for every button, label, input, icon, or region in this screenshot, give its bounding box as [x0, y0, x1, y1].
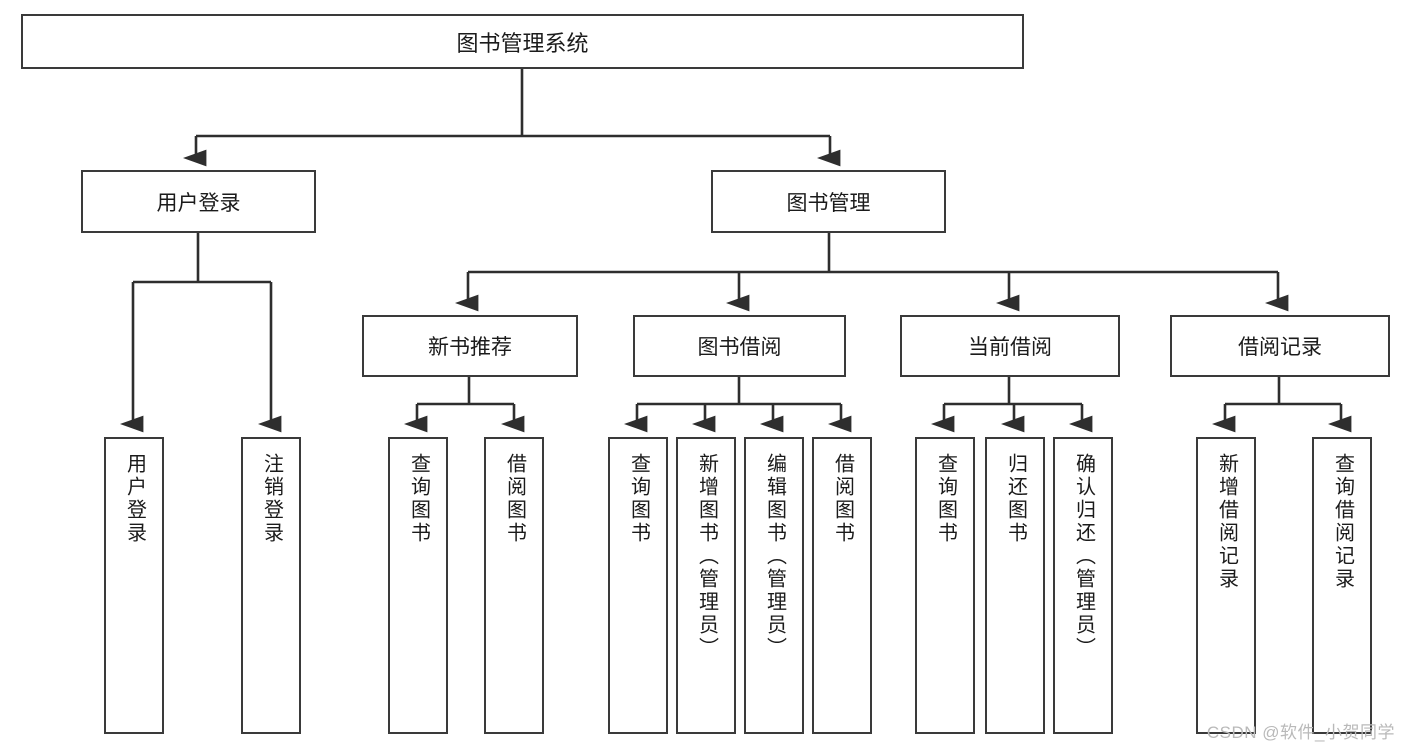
node-leaf-borrow-book-1[interactable]: 借阅图书	[484, 437, 544, 734]
node-leaf-return-book[interactable]: 归还图书	[985, 437, 1045, 734]
node-user-login-label: 用户登录	[156, 191, 241, 215]
node-leaf-logout[interactable]: 注销登录	[241, 437, 301, 734]
node-leaf-user-login-label: 用户登录	[123, 453, 146, 545]
node-leaf-edit-book-label: 编辑图书（管理员）	[763, 453, 786, 660]
node-root[interactable]: 图书管理系统	[21, 14, 1024, 69]
node-book-manage[interactable]: 图书管理	[711, 170, 946, 233]
node-leaf-borrow-book-2[interactable]: 借阅图书	[812, 437, 872, 734]
node-leaf-query-record-label: 查询借阅记录	[1331, 453, 1354, 591]
node-new-book-rec-label: 新书推荐	[428, 336, 512, 359]
node-leaf-add-book[interactable]: 新增图书（管理员）	[676, 437, 736, 734]
node-leaf-query-book-1[interactable]: 查询图书	[388, 437, 448, 734]
watermark: CSDN @软件_小贺同学	[1206, 723, 1395, 742]
node-leaf-user-login[interactable]: 用户登录	[104, 437, 164, 734]
node-leaf-add-record[interactable]: 新增借阅记录	[1196, 437, 1256, 734]
node-leaf-borrow-book-2-label: 借阅图书	[831, 453, 854, 545]
node-book-manage-label: 图书管理	[786, 191, 871, 215]
node-current-borrow[interactable]: 当前借阅	[900, 315, 1120, 377]
node-leaf-return-book-label: 归还图书	[1004, 453, 1027, 545]
node-leaf-query-book-3[interactable]: 查询图书	[915, 437, 975, 734]
node-leaf-query-book-2-label: 查询图书	[627, 453, 650, 545]
node-leaf-logout-label: 注销登录	[260, 453, 283, 545]
node-leaf-query-book-3-label: 查询图书	[934, 453, 957, 545]
node-leaf-add-book-label: 新增图书（管理员）	[695, 453, 718, 660]
node-book-borrow-label: 图书借阅	[697, 336, 782, 359]
node-user-login[interactable]: 用户登录	[81, 170, 316, 233]
node-leaf-borrow-book-1-label: 借阅图书	[503, 453, 526, 545]
node-leaf-edit-book[interactable]: 编辑图书（管理员）	[744, 437, 804, 734]
node-borrow-record-label: 借阅记录	[1238, 336, 1322, 359]
node-leaf-query-book-2[interactable]: 查询图书	[608, 437, 668, 734]
node-new-book-rec[interactable]: 新书推荐	[362, 315, 578, 377]
node-borrow-record[interactable]: 借阅记录	[1170, 315, 1390, 377]
node-root-label: 图书管理系统	[456, 30, 589, 56]
node-leaf-query-book-1-label: 查询图书	[407, 453, 430, 545]
node-book-borrow[interactable]: 图书借阅	[633, 315, 846, 377]
node-leaf-confirm-return[interactable]: 确认归还（管理员）	[1053, 437, 1113, 734]
node-current-borrow-label: 当前借阅	[968, 336, 1052, 359]
node-leaf-query-record[interactable]: 查询借阅记录	[1312, 437, 1372, 734]
node-leaf-add-record-label: 新增借阅记录	[1215, 453, 1238, 591]
node-leaf-confirm-return-label: 确认归还（管理员）	[1072, 453, 1095, 660]
